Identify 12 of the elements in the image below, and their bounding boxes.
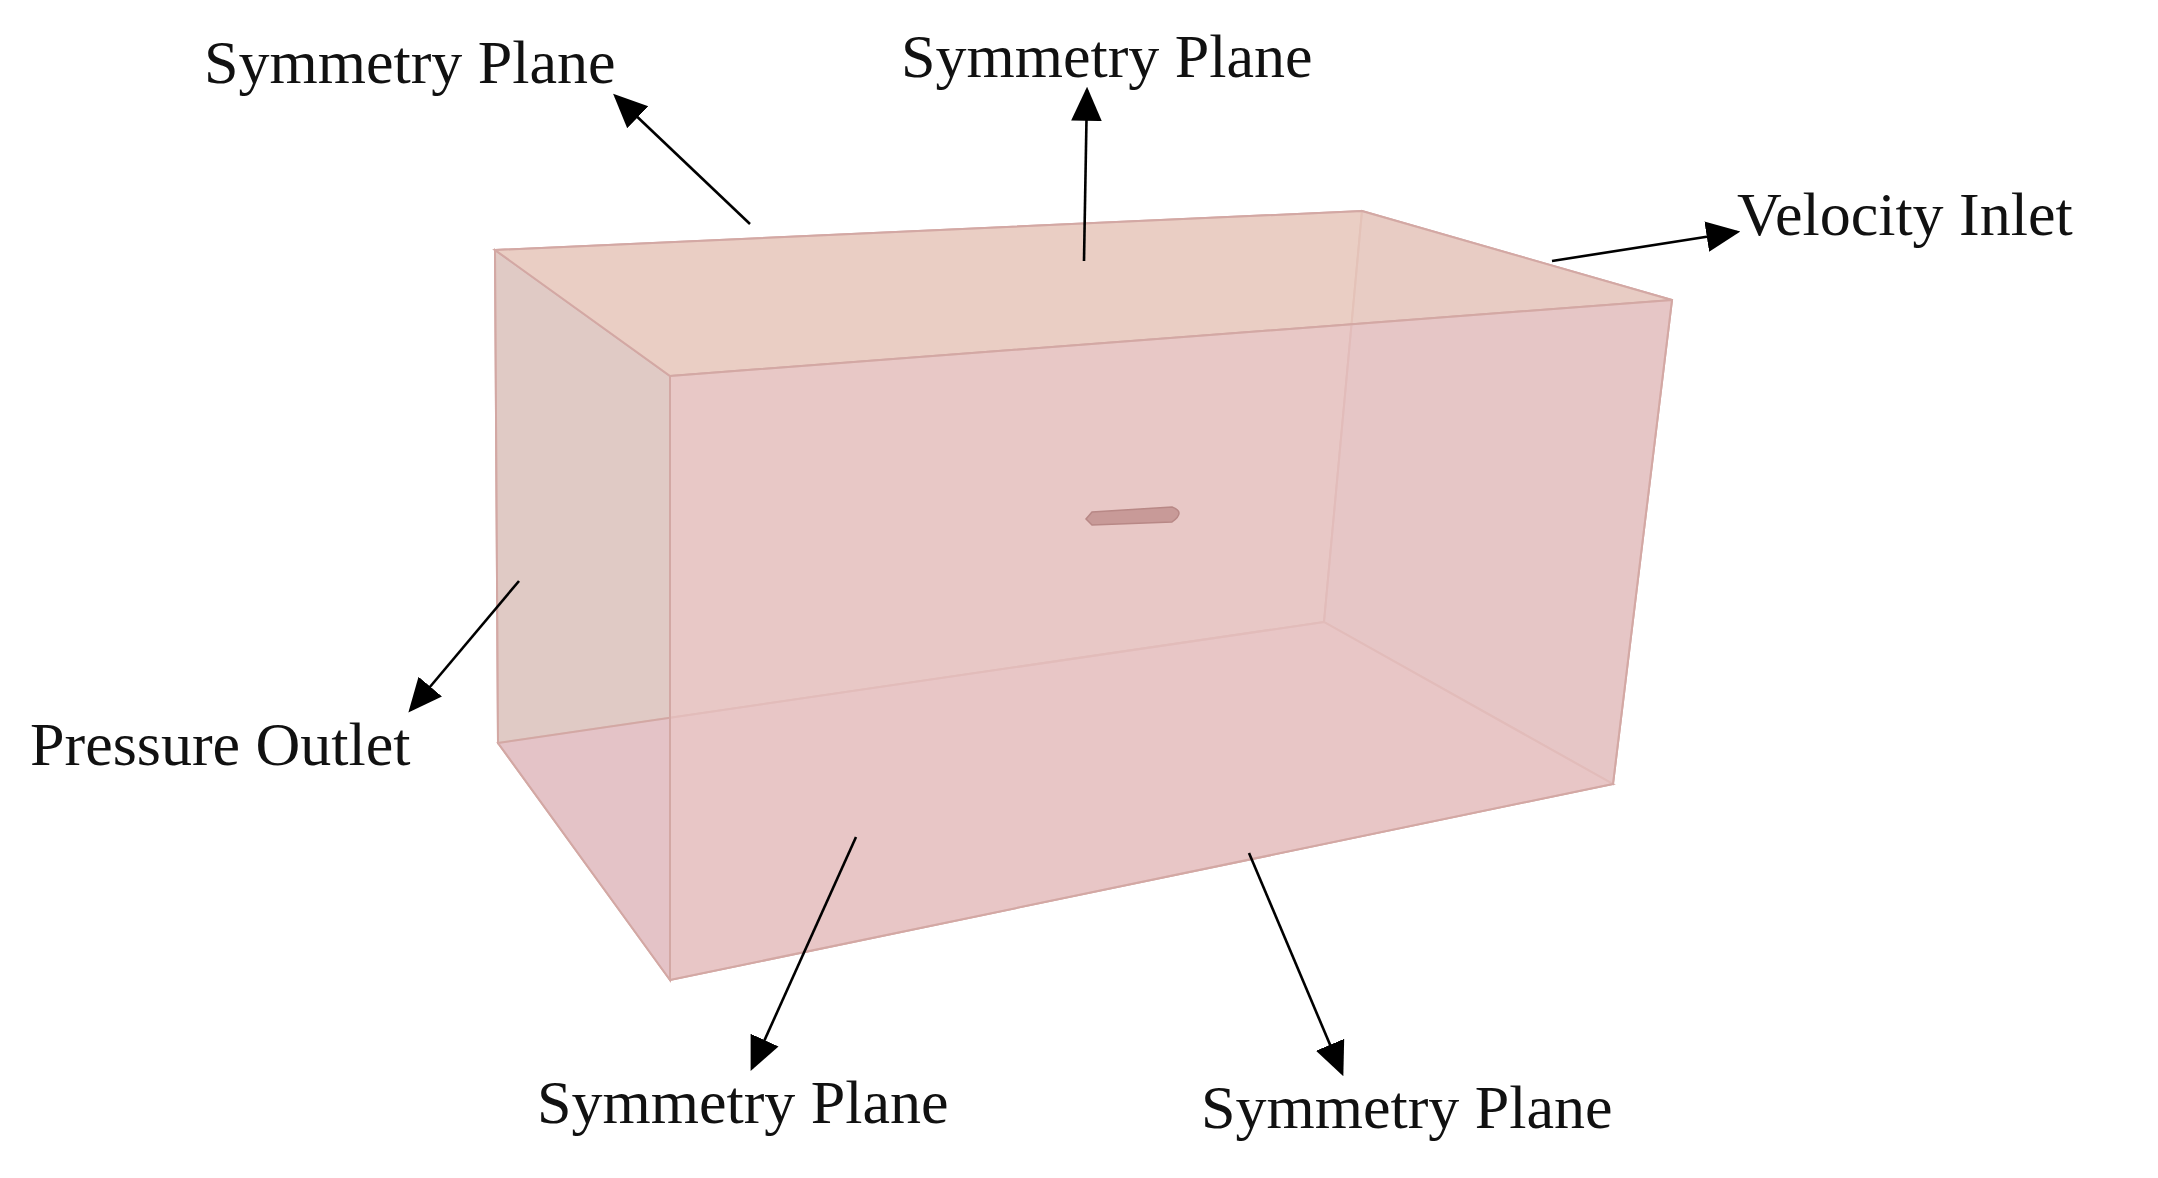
boundary-label: Velocity Inlet	[1737, 180, 2073, 249]
arrow	[1551, 221, 1741, 263]
arrow	[1247, 852, 1345, 1077]
boundary-label: Symmetry Plane	[204, 28, 616, 97]
arrow	[408, 580, 520, 713]
arrow	[750, 836, 858, 1072]
arrow	[1071, 86, 1102, 262]
boundary-label: Symmetry Plane	[1201, 1073, 1613, 1142]
boundary-label: Symmetry Plane	[537, 1068, 949, 1137]
arrow	[613, 93, 751, 225]
boundary-label: Symmetry Plane	[901, 22, 1313, 91]
boundary-label: Pressure Outlet	[30, 710, 411, 779]
